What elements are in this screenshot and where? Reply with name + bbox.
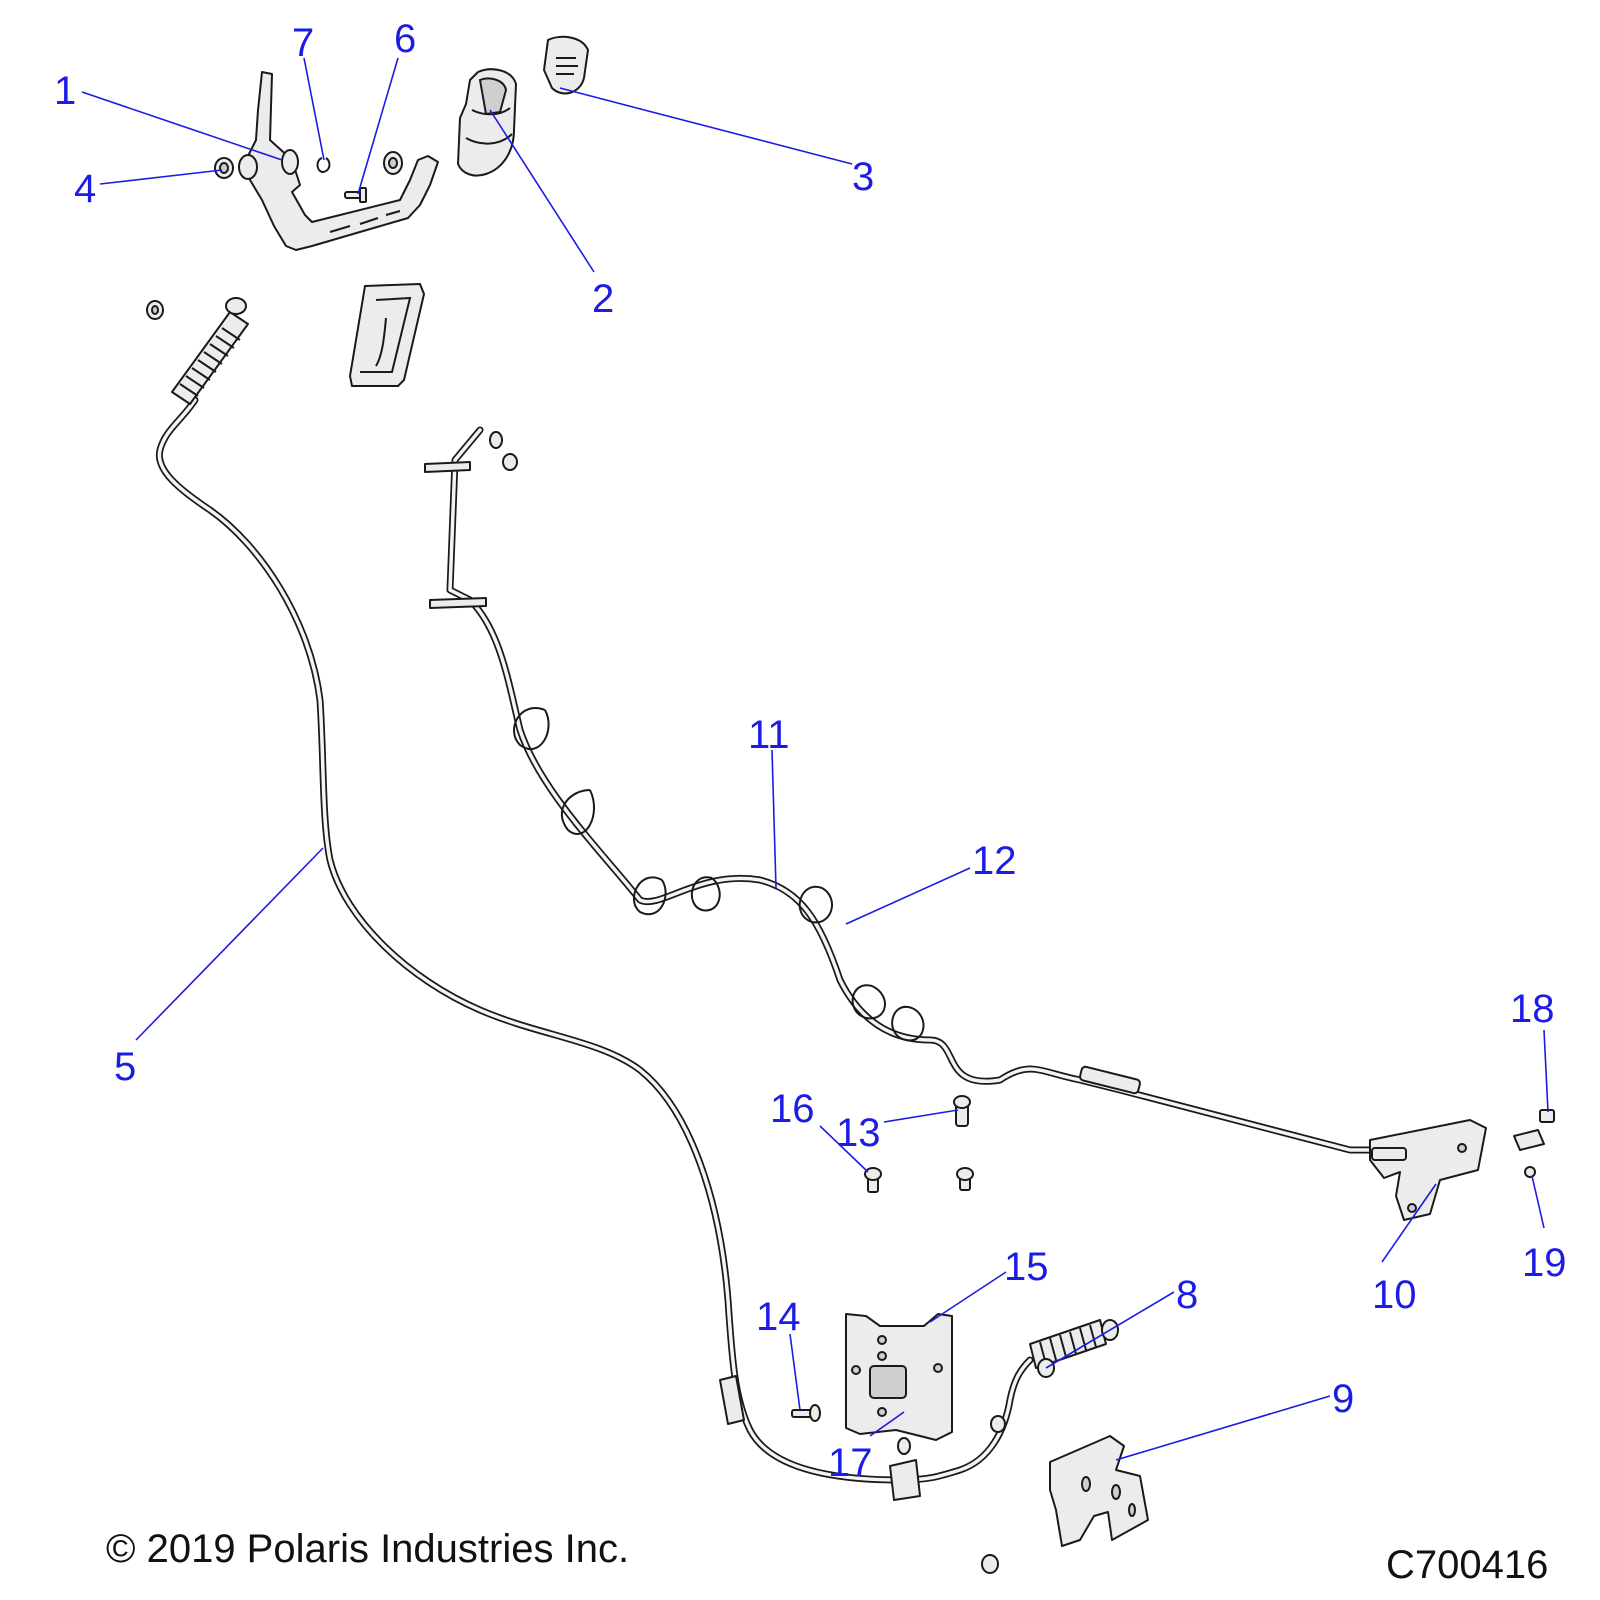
leader-lines	[81, 57, 1549, 1461]
callout-2: 2	[592, 277, 614, 321]
callout-16: 16	[770, 1087, 815, 1131]
pedal-pad-part	[349, 283, 425, 387]
callout-14: 14	[756, 1295, 801, 1339]
leader-13	[883, 1109, 959, 1123]
callout-5: 5	[114, 1045, 136, 1089]
callout-12: 12	[972, 839, 1017, 883]
callout-13: 13	[836, 1111, 881, 1155]
screw-part	[864, 1095, 974, 1193]
leader-18	[1543, 1029, 1549, 1113]
bushing-part	[383, 151, 403, 175]
parking-cable-part	[424, 426, 1384, 1154]
pivot-pin-part	[344, 187, 367, 203]
leader-16	[819, 1125, 869, 1173]
callout-11: 11	[748, 713, 790, 757]
callout-15: 15	[1004, 1245, 1049, 1289]
retaining-clip-part	[316, 157, 331, 174]
brake-cable-part	[155, 297, 1119, 1501]
lower-bracket-part	[1049, 1435, 1149, 1547]
callout-18: 18	[1510, 987, 1555, 1031]
leader-5	[135, 847, 324, 1041]
leader-19	[1531, 1175, 1545, 1229]
pivot-washer-part	[214, 157, 234, 179]
flange-nut-part	[981, 1358, 1055, 1574]
pedal-arm-part	[238, 71, 439, 251]
leader-3	[559, 87, 853, 165]
shift-knob-part	[543, 35, 589, 95]
callout-6: 6	[394, 17, 416, 61]
leader-10	[1381, 1183, 1437, 1263]
callout-7: 7	[292, 21, 314, 65]
leader-15	[929, 1271, 1007, 1323]
hex-nut-part	[146, 300, 164, 320]
leader-12	[845, 867, 971, 925]
cable-bracket-part	[1369, 1119, 1487, 1221]
callout-labels: 1 2 3 4 5 6 7 8 9 10 11 12 13 14 15 16 1…	[54, 17, 1567, 1485]
callout-1: 1	[54, 69, 76, 113]
leader-1	[81, 91, 283, 161]
callout-17: 17	[828, 1441, 873, 1485]
drawing-number: C700416	[1386, 1543, 1548, 1587]
callout-9: 9	[1332, 1377, 1354, 1421]
shift-boot-part	[457, 68, 517, 177]
leader-7	[303, 57, 325, 161]
callout-4: 4	[74, 167, 96, 211]
callout-8: 8	[1176, 1273, 1198, 1317]
leader-17	[869, 1411, 905, 1437]
copyright-notice: © 2019 Polaris Industries Inc.	[106, 1527, 629, 1571]
leader-6	[357, 57, 399, 195]
leader-8	[1045, 1291, 1175, 1369]
callout-3: 3	[852, 155, 874, 199]
leader-11	[771, 749, 777, 889]
leader-14	[789, 1333, 801, 1411]
leader-4	[99, 169, 223, 185]
adjuster-nut-part	[1513, 1109, 1555, 1178]
leader-9	[1115, 1395, 1331, 1461]
mounting-plate-part	[845, 1313, 953, 1441]
callout-10: 10	[1372, 1273, 1417, 1317]
callout-19: 19	[1522, 1241, 1567, 1285]
leader-2	[489, 109, 595, 273]
bolt-part	[791, 1404, 821, 1422]
